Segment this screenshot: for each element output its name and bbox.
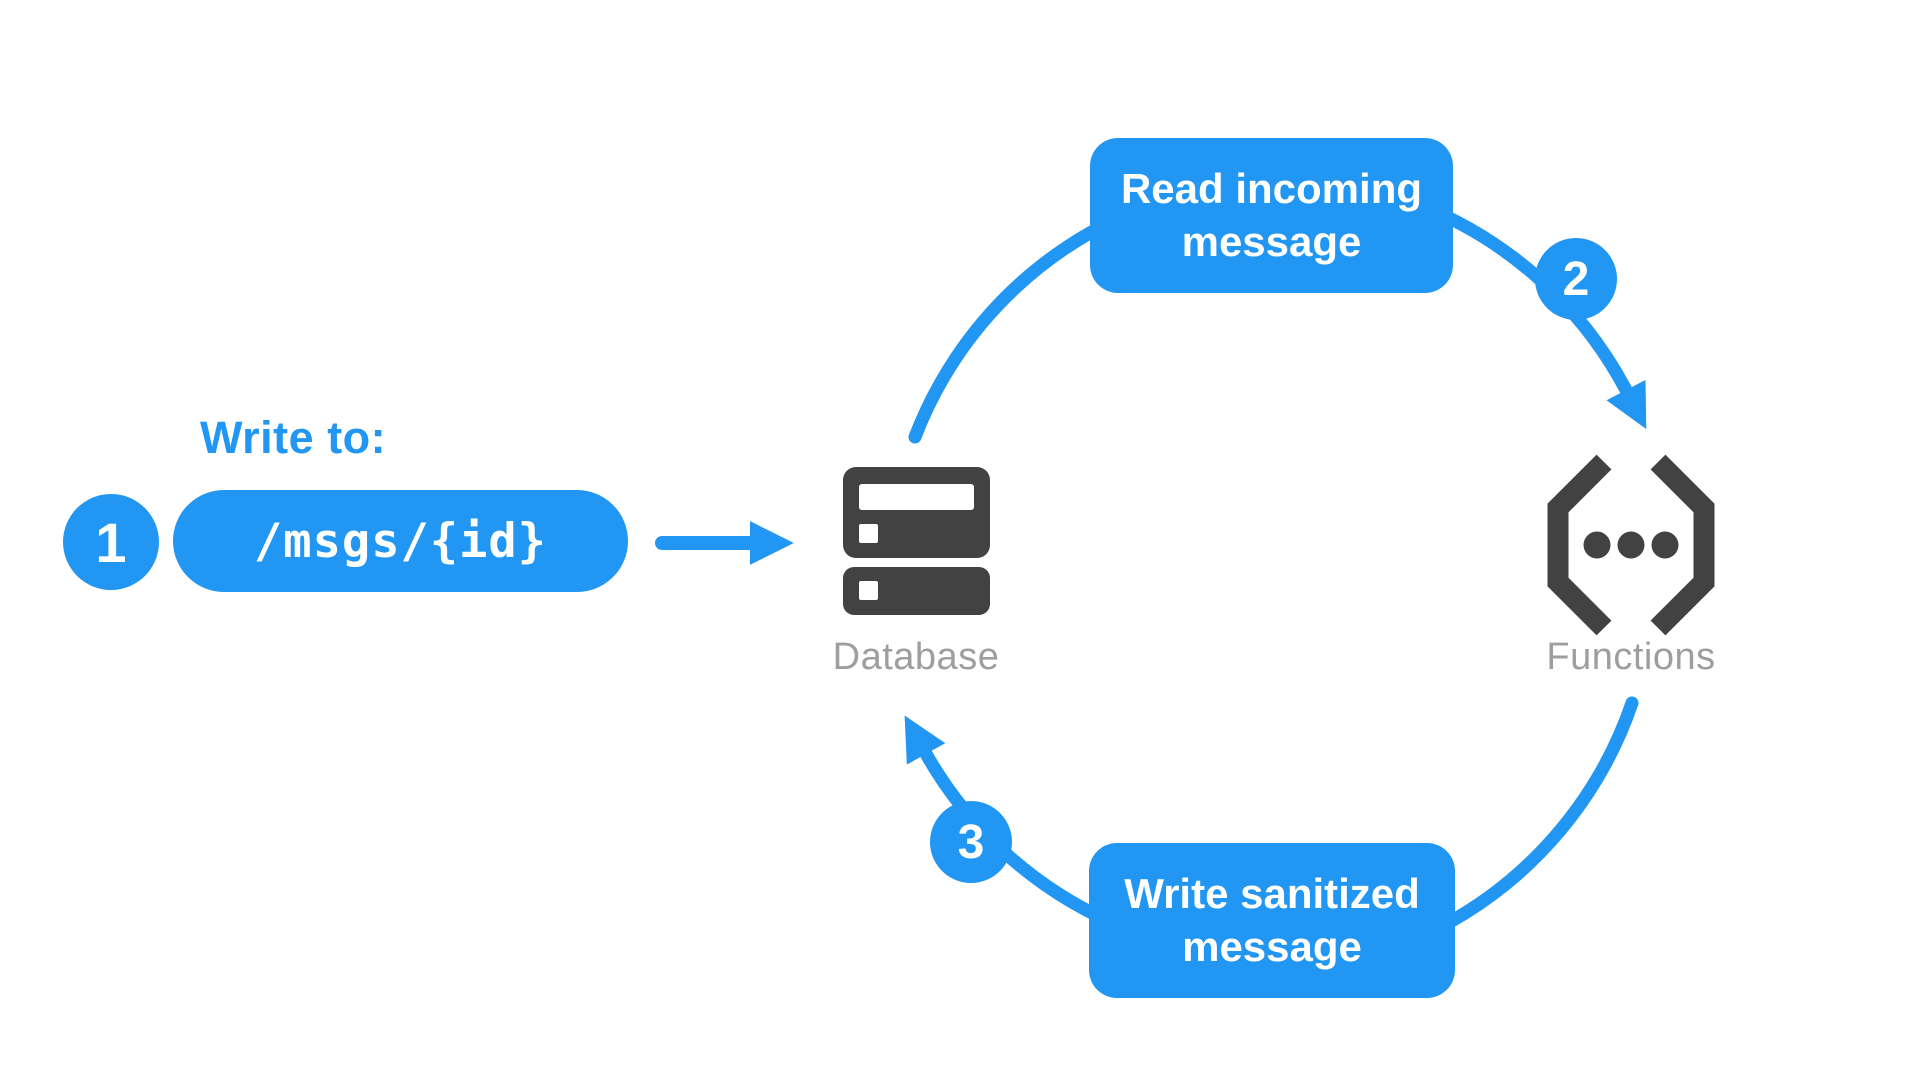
write-message-label: Write sanitized message	[1124, 870, 1420, 970]
step-2-number: 2	[1562, 252, 1590, 306]
functions-label: Functions	[1546, 636, 1716, 678]
arc-functions-to-writebox	[1443, 696, 1639, 929]
path-pill-text: /msgs/{id}	[254, 513, 547, 569]
database-icon	[843, 467, 990, 615]
step-1-badge: 1	[63, 494, 159, 590]
step-3-number: 3	[957, 815, 985, 869]
step-2-badge: 2	[1535, 238, 1617, 320]
database-label: Database	[832, 636, 1000, 678]
write-to-heading: Write to:	[200, 412, 387, 463]
path-pill: /msgs/{id}	[173, 490, 628, 592]
write-message-box: Write sanitized message	[1089, 843, 1455, 998]
functions-icon	[1547, 454, 1715, 636]
read-message-box: Read incoming message	[1090, 138, 1453, 293]
step-3-badge: 3	[930, 801, 1012, 883]
read-message-label: Read incoming message	[1120, 165, 1423, 265]
step-1-number: 1	[95, 510, 127, 574]
